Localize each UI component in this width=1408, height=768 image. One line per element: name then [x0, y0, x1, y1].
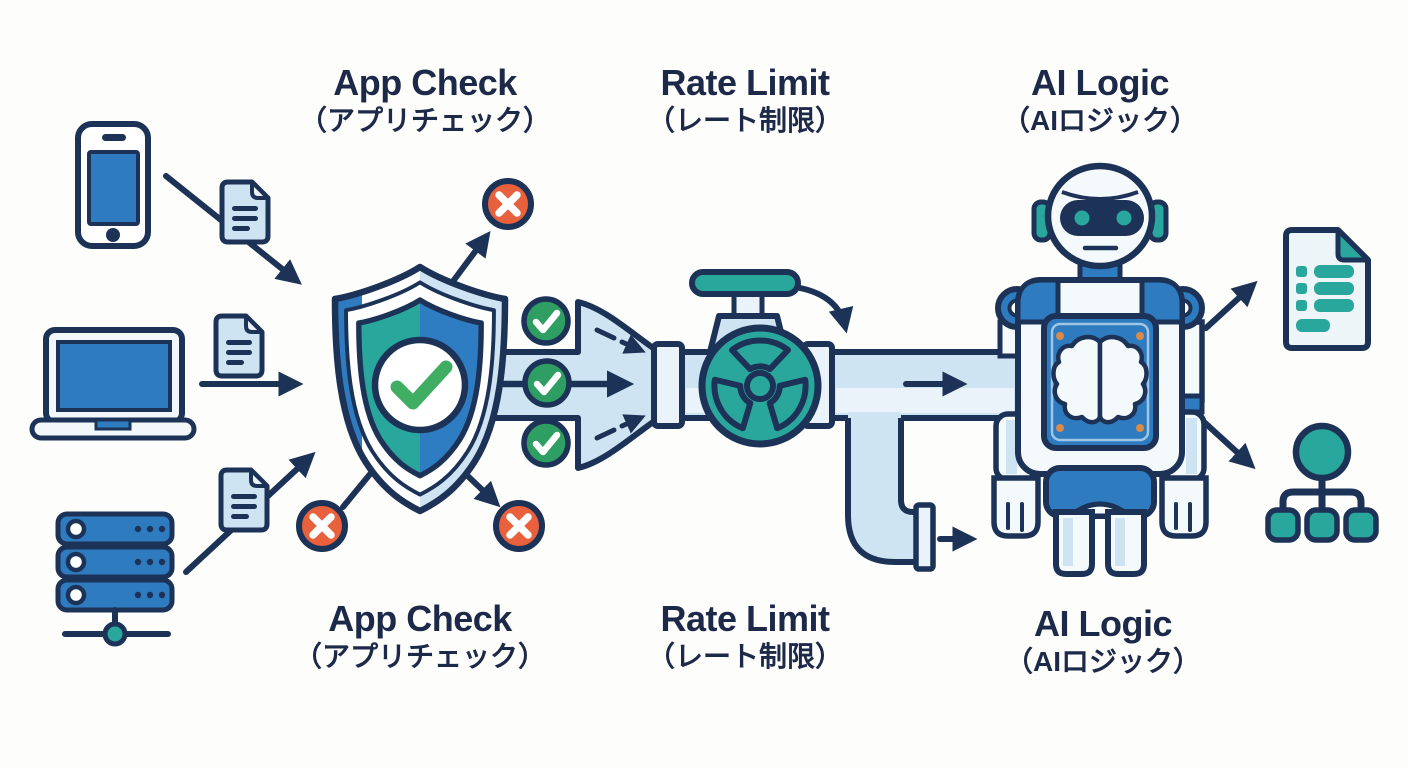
label-en: App Check [328, 598, 512, 639]
label-jp: （レート制限） [646, 105, 844, 137]
label-jp: （アプリチェック） [293, 641, 547, 673]
request-document-icon [222, 182, 268, 242]
shield-checkmark [390, 360, 453, 410]
arrow-robot-to-hierarchy [1201, 419, 1256, 470]
brain-icon [1051, 334, 1149, 425]
robot-left-hand [991, 475, 1041, 539]
hierarchy-icon [1265, 422, 1379, 543]
tree-leaf-node [1304, 507, 1340, 543]
laptop-screen [56, 340, 172, 412]
smartphone-icon [75, 121, 151, 249]
x-circle-icon [485, 181, 531, 227]
request-document-icon [221, 470, 267, 530]
output-document-icon [1283, 227, 1371, 351]
label-en: AI Logic [1033, 603, 1173, 644]
arrow-robot-to-document [1203, 280, 1258, 331]
request-document-icon [216, 316, 262, 376]
robot-right-leg [1105, 509, 1147, 577]
label-app-check-bottom: App Check （アプリチェック） [294, 598, 546, 674]
rotation-arrow-icon [797, 285, 854, 334]
robot-brain-icon [991, 162, 1209, 577]
label-app-check-top: App Check （アプリチェック） [299, 62, 551, 138]
valve-wheel [698, 324, 822, 448]
label-rate-limit-bottom: Rate Limit （レート制限） [647, 598, 843, 674]
tree-leaf-node [1343, 507, 1379, 543]
label-ai-logic-bottom: AI Logic （AIロジック） [1005, 603, 1201, 679]
label-en: Rate Limit [660, 598, 830, 639]
tree-root-node [1292, 422, 1352, 482]
tree-leaf-node [1265, 507, 1301, 543]
label-jp: （AIロジック） [1004, 646, 1202, 678]
pipe-branch [845, 412, 936, 572]
robot-left-leg [1053, 509, 1095, 577]
x-circle-icon [299, 503, 345, 549]
label-jp: （AIロジック） [1001, 105, 1199, 137]
label-ai-logic-top: AI Logic （AIロジック） [1002, 62, 1198, 138]
robot-eye [1116, 210, 1132, 226]
valve-icon [689, 269, 854, 448]
pipe-flange [651, 341, 685, 429]
check-circle-icon [524, 421, 568, 465]
x-circle-icon [496, 503, 542, 549]
panel-screws [1056, 332, 1144, 432]
phone-home-button [106, 228, 120, 242]
label-jp: （アプリチェック） [298, 105, 552, 137]
check-circle-icon [525, 361, 569, 405]
server-network-node [102, 621, 128, 647]
pipe-flange [913, 502, 936, 572]
server-icon [55, 511, 175, 647]
shield-check-badge [371, 336, 469, 434]
label-rate-limit-top: Rate Limit （レート制限） [647, 62, 843, 138]
label-jp: （レート制限） [646, 641, 844, 673]
laptop-notch [94, 418, 132, 431]
label-en: Rate Limit [660, 62, 830, 103]
robot-visor [1060, 200, 1144, 236]
phone-speaker [102, 134, 126, 141]
laptop-icon [29, 327, 197, 441]
valve-handle [689, 269, 801, 297]
shield-check-icon [335, 267, 505, 511]
label-en: App Check [333, 62, 517, 103]
robot-right-hand [1159, 475, 1209, 539]
robot-eye [1074, 210, 1090, 226]
phone-screen [87, 150, 140, 226]
check-circle-icon [524, 299, 568, 343]
label-en: AI Logic [1030, 62, 1170, 103]
